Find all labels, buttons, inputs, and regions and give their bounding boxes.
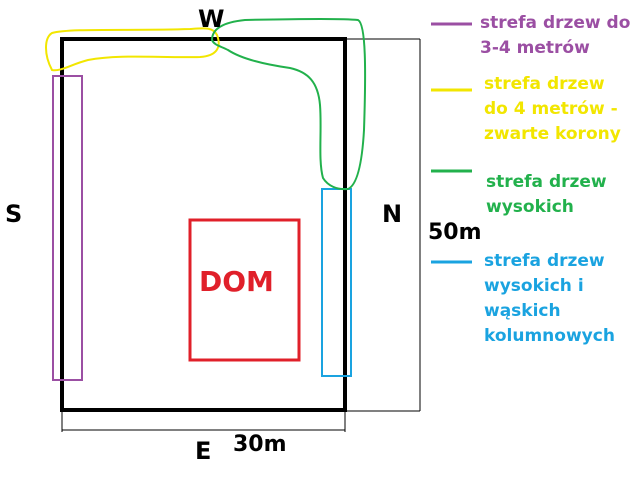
label-east: E xyxy=(195,437,212,465)
legend-line: wąskich xyxy=(484,301,561,321)
label-north: N xyxy=(382,200,403,228)
label-length: 50m xyxy=(428,220,482,245)
zone-yellow xyxy=(45,27,220,72)
zone-green xyxy=(210,17,367,191)
label-south: S xyxy=(5,200,23,228)
legend-line: 3-4 metrów xyxy=(480,38,590,58)
house-outline xyxy=(188,218,301,362)
legend-line: wysokich i xyxy=(484,276,584,296)
house-label: DOM xyxy=(199,265,274,298)
label-width: 30m xyxy=(233,432,287,457)
legend-line: zwarte korony xyxy=(484,124,621,144)
legend-line: strefa drzew do xyxy=(480,13,631,33)
label-west: W xyxy=(198,5,225,33)
legend-text-blue: strefa drzew wysokich i wąskich kolumnow… xyxy=(484,249,615,349)
legend-line: wysokich xyxy=(486,197,574,217)
legend-line: kolumnowych xyxy=(484,326,615,346)
legend-line: strefa drzew xyxy=(486,172,607,192)
legend-text-purple: strefa drzew do 3-4 metrów xyxy=(480,11,630,61)
legend-line: strefa drzew xyxy=(484,251,605,271)
zone-purple xyxy=(52,75,83,381)
legend-line: strefa drzew xyxy=(484,74,605,94)
legend-line: do 4 metrów - xyxy=(484,99,618,119)
legend-text-green: strefa drzew wysokich xyxy=(486,170,607,220)
plot-boundary xyxy=(60,37,347,412)
legend-text-yellow: strefa drzew do 4 metrów - zwarte korony xyxy=(484,72,621,147)
